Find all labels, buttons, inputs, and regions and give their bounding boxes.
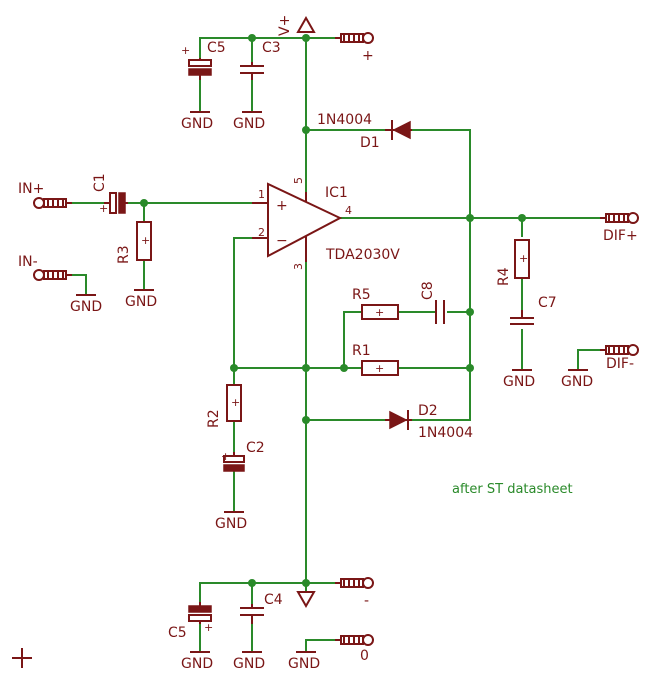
svg-text:DIF-: DIF-	[606, 356, 634, 372]
svg-text:C5: C5	[207, 40, 226, 56]
svg-text:V+: V+	[277, 15, 293, 36]
svg-text:−: −	[276, 233, 288, 249]
ic1-name: IC1	[325, 185, 348, 201]
svg-text:+: +	[375, 362, 384, 375]
wires	[71, 37, 601, 653]
svg-text:GND: GND	[70, 299, 102, 315]
capacitor-c5-bottom: + C5	[168, 602, 213, 641]
svg-text:4: 4	[345, 204, 352, 217]
svg-text:D2: D2	[418, 403, 438, 419]
svg-text:GND: GND	[503, 374, 535, 390]
svg-text:C4: C4	[264, 592, 283, 608]
svg-text:GND: GND	[561, 374, 593, 390]
svg-text:+: +	[276, 198, 288, 214]
svg-text:GND: GND	[181, 656, 213, 672]
svg-text:GND: GND	[288, 656, 320, 672]
diode-d1: 1N4004 D1	[317, 112, 412, 151]
capacitor-c5-top: + C5	[181, 40, 226, 80]
svg-text:IN-: IN-	[18, 254, 38, 270]
ic1-opamp: + − 1 2 3 4 5 IC1 TDA2030V	[252, 177, 400, 270]
svg-text:GND: GND	[233, 656, 265, 672]
capacitor-c7: C7	[510, 295, 557, 325]
crosshair-icon	[12, 648, 32, 668]
jack-connector-icon	[33, 32, 639, 646]
svg-text:GND: GND	[215, 516, 247, 532]
svg-text:2: 2	[258, 226, 265, 239]
attribution-note: after ST datasheet	[452, 482, 573, 497]
gnd-labels: GND GND GND GND GND GND GND GND GND GND	[70, 116, 593, 672]
svg-text:GND: GND	[125, 294, 157, 310]
svg-text:5: 5	[292, 177, 305, 184]
svg-text:C2: C2	[246, 440, 265, 456]
junctions	[140, 34, 526, 587]
svg-text:C1: C1	[92, 173, 108, 192]
svg-text:+: +	[181, 44, 190, 57]
svg-text:GND: GND	[181, 116, 213, 132]
svg-text:+: +	[204, 621, 213, 634]
svg-text:R3: R3	[116, 245, 132, 264]
svg-text:R1: R1	[352, 343, 371, 359]
svg-text:IN+: IN+	[18, 181, 44, 197]
svg-text:R4: R4	[496, 267, 512, 286]
diode-d2: D2 1N4004	[385, 403, 473, 441]
capacitor-c2: + C2	[221, 440, 265, 472]
svg-text:+: +	[221, 450, 230, 463]
svg-text:D1: D1	[360, 135, 380, 151]
svg-text:-: -	[364, 593, 369, 609]
capacitor-c3: C3	[240, 40, 281, 80]
resistor-r3: + R3	[116, 221, 152, 264]
svg-text:C3: C3	[262, 40, 281, 56]
vminus-supply-symbol	[296, 591, 316, 609]
svg-text:+: +	[141, 234, 150, 247]
vplus-supply-symbol	[296, 15, 316, 33]
svg-text:+: +	[375, 306, 384, 319]
ic1-part: TDA2030V	[325, 247, 400, 263]
resistor-r4: + R4	[496, 239, 530, 286]
svg-text:+: +	[519, 252, 528, 265]
svg-text:C8: C8	[420, 281, 436, 300]
svg-text:R5: R5	[352, 287, 371, 303]
capacitor-c1: + C1	[92, 173, 128, 215]
svg-text:1N4004: 1N4004	[418, 425, 473, 441]
svg-text:0: 0	[360, 648, 369, 664]
capacitor-c8: C8	[420, 281, 445, 324]
ground-symbol-icon	[76, 111, 588, 653]
svg-text:GND: GND	[233, 116, 265, 132]
svg-text:1N4004: 1N4004	[317, 112, 372, 128]
svg-text:+: +	[231, 396, 240, 409]
svg-text:DIF+: DIF+	[603, 228, 638, 244]
svg-text:3: 3	[292, 263, 305, 270]
svg-text:C5: C5	[168, 625, 187, 641]
svg-text:R2: R2	[206, 409, 222, 428]
net-labels: V+ + - 0 IN+ IN- DIF+ DIF-	[18, 15, 638, 664]
resistor-r2: + R2	[206, 384, 242, 428]
svg-text:C7: C7	[538, 295, 557, 311]
resistor-r5: + R5	[352, 287, 399, 320]
resistor-r1: + R1	[352, 343, 399, 376]
svg-text:1: 1	[258, 188, 265, 201]
svg-text:+: +	[99, 202, 108, 215]
svg-text:+: +	[362, 48, 374, 64]
capacitor-c4: C4	[240, 592, 283, 624]
